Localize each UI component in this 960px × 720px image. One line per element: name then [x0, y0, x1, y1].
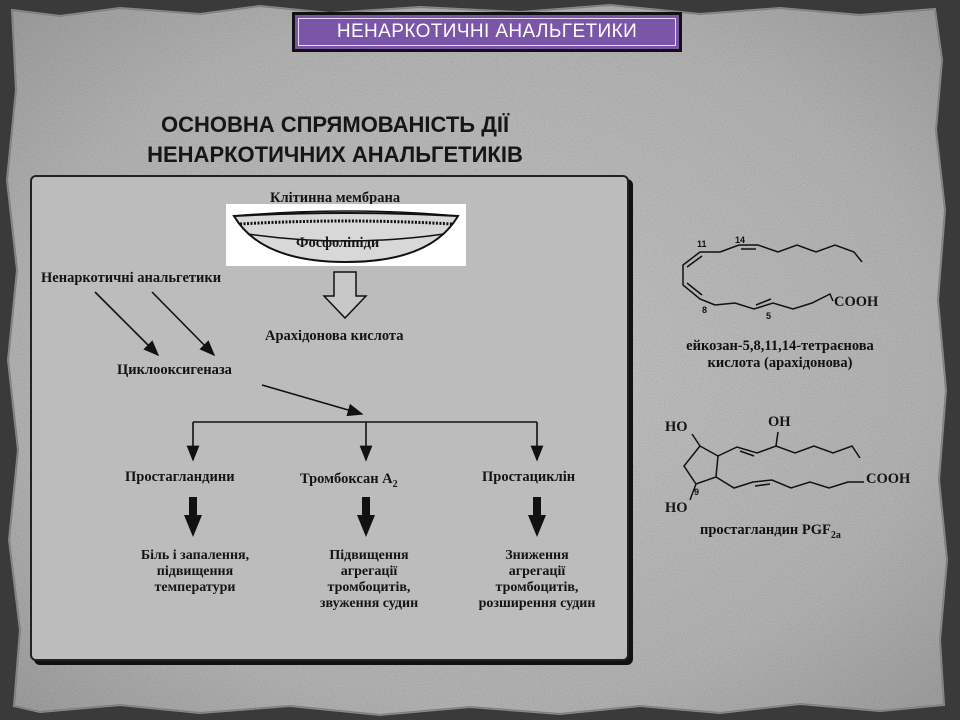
- analgesic-arrow-2: [151, 291, 216, 357]
- heading-line-1: ОСНОВНА СПРЯМОВАНІСТЬ ДІЇ: [160, 112, 510, 137]
- title-badge: НЕНАРКОТИЧНІ АНАЛЬГЕТИКИ: [292, 12, 682, 52]
- carbon-number-8: 8: [702, 305, 708, 315]
- effect-prostacyclin: Зниження агрегації тромбоцитів, розширен…: [458, 548, 616, 612]
- prostaglandin-oh: OH: [768, 414, 791, 430]
- arachidonic-caption-line-2: кислота (арахідонова): [707, 355, 853, 371]
- arachidonic-caption-line-1: ейкозан-5,8,11,14-тетраєнова: [686, 338, 874, 354]
- thick-arrow-1: [184, 497, 202, 537]
- effect-line: підвищення: [156, 564, 234, 579]
- phospholipids-label: Фосфоліпіди: [296, 235, 380, 251]
- heading-line-2: НЕНАРКОТИЧНИХ АНАЛЬГЕТИКІВ: [147, 142, 523, 167]
- membrane-drawing: [232, 210, 460, 264]
- effect-thromboxane: Підвищення агрегації тромбоцитів, звужен…: [294, 548, 444, 612]
- arachidonic-cooh-label: COOH: [834, 294, 879, 310]
- effect-line: розширення судин: [478, 596, 596, 611]
- effect-line: тромбоцитів,: [327, 580, 411, 595]
- page-heading: ОСНОВНА СПРЯМОВАНІСТЬ ДІЇ НЕНАРКОТИЧНИХ …: [70, 110, 600, 170]
- effect-prostaglandins: Біль і запалення, підвищення температури: [118, 548, 272, 596]
- prostaglandin-cooh-label: COOH: [866, 471, 911, 487]
- effect-line: агрегації: [508, 564, 566, 579]
- product-thromboxane: Тромбоксан А2: [300, 471, 398, 493]
- title-text: НЕНАРКОТИЧНІ АНАЛЬГЕТИКИ: [298, 18, 676, 46]
- effect-line: Підвищення: [329, 548, 409, 563]
- product-prostaglandins: Простагландини: [125, 469, 235, 485]
- thromboxane-subscript: 2: [392, 478, 398, 490]
- effect-line: агрегації: [340, 564, 398, 579]
- arachidonic-caption: ейкозан-5,8,11,14-тетраєнова кислота (ар…: [640, 338, 920, 372]
- effect-line: Біль і запалення,: [140, 548, 250, 563]
- prostaglandin-caption-subscript: 2a: [830, 529, 841, 541]
- effect-line: Зниження: [505, 548, 569, 563]
- thick-arrow-2: [357, 497, 375, 537]
- analgesic-arrow-1: [94, 291, 160, 357]
- carbon-number-11: 11: [697, 239, 707, 249]
- cox-arrow: [261, 384, 364, 417]
- carbon-number-14: 14: [735, 235, 746, 245]
- prostaglandin-ho-bottom: HO: [665, 500, 688, 516]
- effect-line: температури: [154, 580, 236, 595]
- prostaglandin-skeleton: [683, 431, 864, 501]
- prostaglandin-caption-text: простагландин PGF: [700, 522, 831, 538]
- effect-line: звуження судин: [319, 596, 419, 611]
- product-prostacyclin: Простациклін: [482, 469, 576, 485]
- cyclooxygenase-label: Циклооксигеназа: [117, 362, 232, 378]
- prostaglandin-caption: простагландин PGF2a: [700, 522, 841, 544]
- arachidonic-acid-label: Арахідонова кислота: [265, 328, 404, 344]
- membrane-label: Клітинна мембрана: [270, 190, 401, 206]
- hollow-down-arrow: [322, 271, 368, 320]
- carbon-number-5: 5: [766, 311, 772, 321]
- thick-arrow-3: [528, 497, 546, 537]
- arachidonic-skeleton: [682, 244, 863, 310]
- prostaglandin-carbon-9: 9: [694, 487, 700, 497]
- thromboxane-name: Тромбоксан А: [300, 471, 393, 487]
- prostaglandin-ho-top: HO: [665, 419, 688, 435]
- effect-line: тромбоцитів,: [495, 580, 579, 595]
- analgesics-label: Ненаркотичні анальгетики: [41, 270, 222, 286]
- membrane-image: [226, 204, 466, 266]
